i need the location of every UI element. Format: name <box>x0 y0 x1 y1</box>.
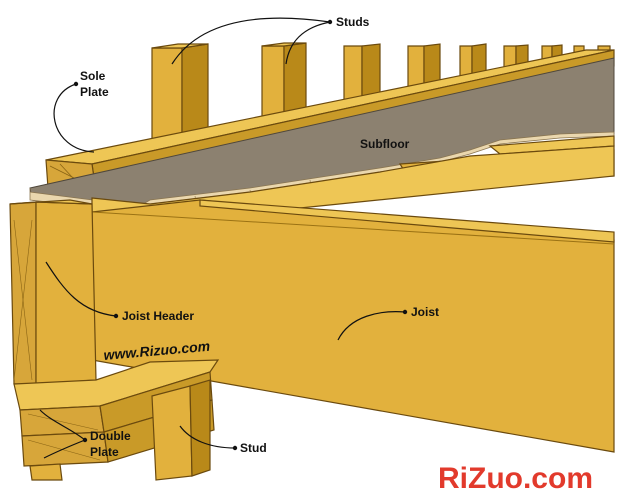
label-studs: Studs <box>336 15 370 29</box>
label-sole-plate-line1: Sole <box>80 69 106 83</box>
wall-studs <box>151 42 611 159</box>
lower-stud-board <box>29 379 211 481</box>
label-subfloor: Subfloor <box>360 137 410 151</box>
joist-header-board <box>9 199 97 385</box>
label-stud: Stud <box>240 441 267 455</box>
callout-leaders <box>39 17 408 459</box>
label-joist: Joist <box>411 305 439 319</box>
label-double-plate-line2: Plate <box>90 445 119 459</box>
label-sole-plate-line2: Plate <box>80 85 109 99</box>
label-double-plate-line1: Double <box>90 429 131 443</box>
label-joist-header: Joist Header <box>122 309 194 323</box>
brand-logo: RiZuo.com <box>438 462 593 495</box>
